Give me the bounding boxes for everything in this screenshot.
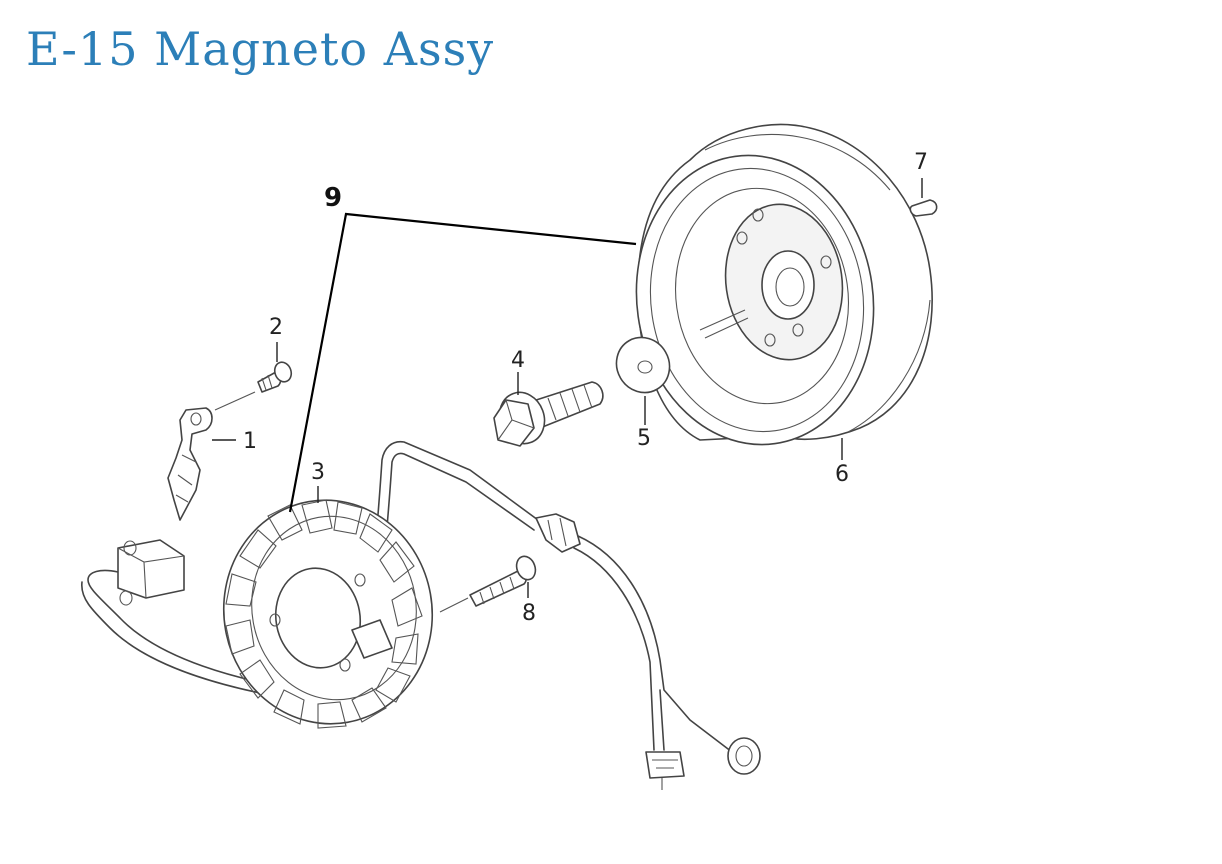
woodruff-key-icon[interactable] [909,178,938,217]
stator-bolt-icon[interactable] [439,554,539,613]
callout-7: 7 [914,150,928,175]
callout-8: 8 [522,601,536,626]
flywheel-rotor-icon[interactable] [618,123,933,460]
stator-coil-icon[interactable] [81,440,761,790]
flange-bolt-icon[interactable] [492,372,604,450]
callout-6: 6 [835,462,849,487]
washer-icon[interactable] [606,328,679,425]
callout-1: 1 [243,429,257,454]
callout-3: 3 [311,460,325,485]
callout-9: 9 [324,183,342,213]
page-title: E-15 Magneto Assy [26,22,495,76]
wire-clamp-bracket-icon[interactable] [167,407,236,521]
callout-2: 2 [269,315,283,340]
screw-icon[interactable] [214,342,294,411]
assembly-bracket-icon[interactable] [288,212,637,513]
callout-5: 5 [637,426,651,451]
callout-4: 4 [511,348,525,373]
